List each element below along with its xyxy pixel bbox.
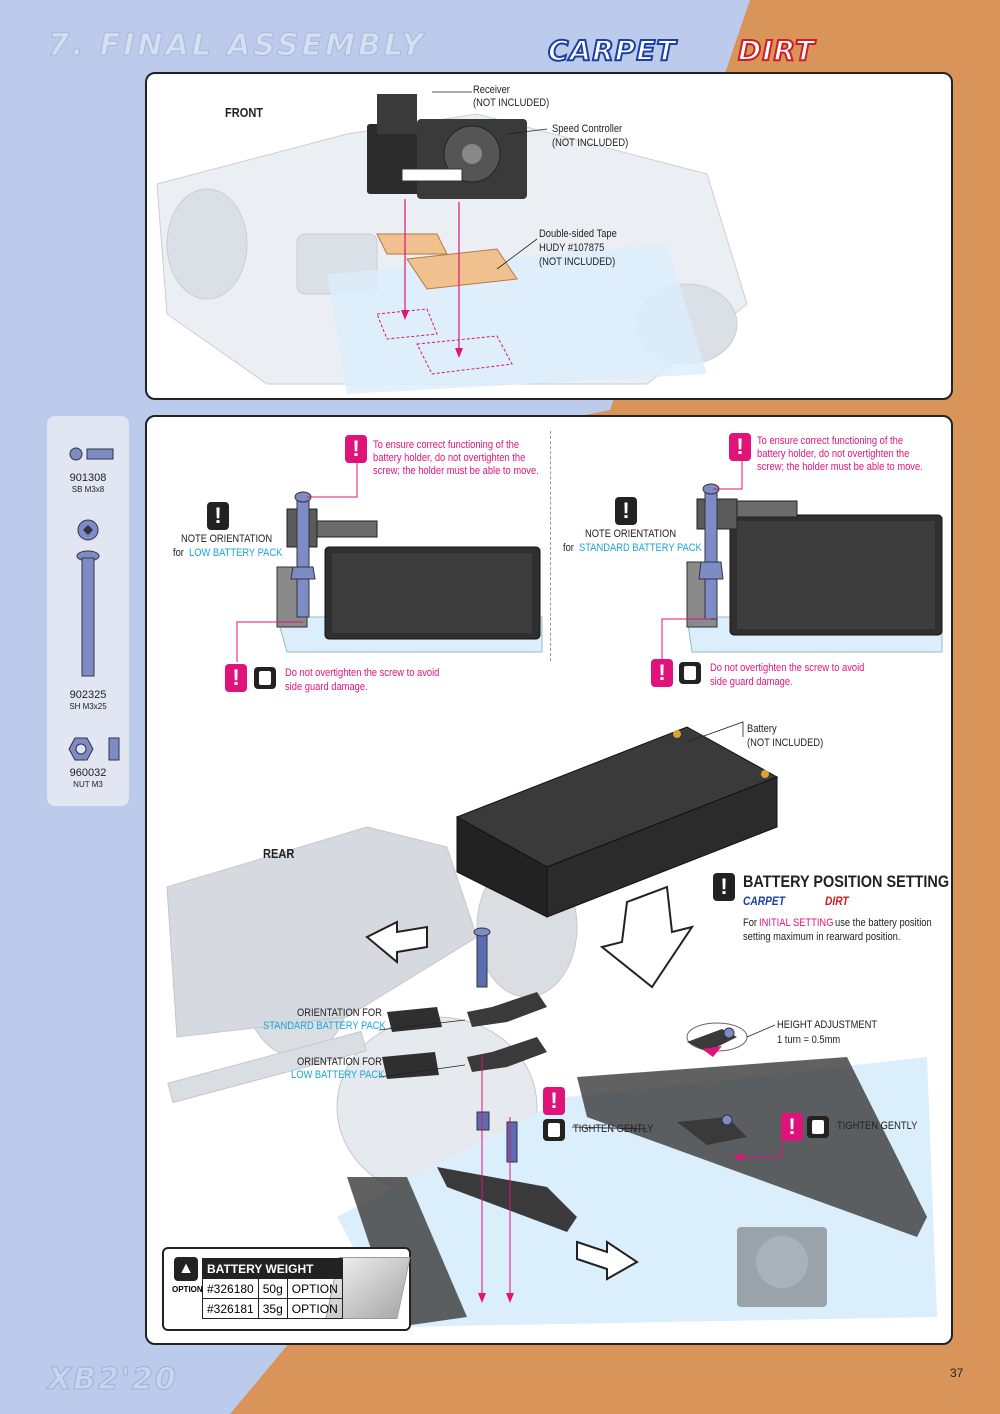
battery-weight-table: BATTERY WEIGHT #326180 50g OPTION #32618… [202,1258,343,1319]
detail-divider [550,431,551,661]
part-name: NUT M3 [73,780,103,789]
screwdriver-icon [543,1119,565,1141]
standard-pack-label: STANDARD BATTERY PACK [263,1020,386,1032]
screwdriver-icon [679,662,701,684]
part-902325-icon [76,519,100,677]
brand-carpet: CARPET [547,33,677,68]
right-warning-text: screw; the holder must be able to move. [757,461,923,473]
left-note-orientation: NOTE ORIENTATION [181,533,273,545]
height-adjustment-value: 1 turn = 0.5mm [777,1034,841,1046]
note-icon: ! [615,497,637,525]
part-number: 902325 [69,689,107,701]
right-caution-text: side guard damage. [710,676,793,688]
part-number: 901308 [69,472,107,484]
esc-label: Speed Controller [552,123,623,135]
tighten-gently-label: TIGHTEN GENTLY [573,1123,654,1135]
page-title: 7. FINAL ASSEMBLY [48,28,426,64]
esc-mounting-diagram [156,91,748,394]
height-adjustment-label: HEIGHT ADJUSTMENT [777,1019,878,1031]
bps-dirt: DIRT [825,894,849,908]
speed-controller-icon [401,119,527,199]
tape-label: Double-sided Tape [539,228,617,240]
tape-small [376,233,448,255]
bottom-panel: ! To ensure correct functioning of the b… [145,415,953,1345]
table-row: #326180 50g OPTION [202,1278,343,1299]
part-name: SH M3x25 [69,702,107,711]
bps-carpet: CARPET [743,894,785,908]
orient-for-low: ORIENTATION FOR [297,1056,382,1068]
right-caution-text: Do not overtighten the screw to avoid [710,662,865,674]
right-note-orientation: NOTE ORIENTATION [585,528,677,540]
right-warning-text: To ensure correct functioning of the [757,435,904,447]
left-note-pack: LOW BATTERY PACK [189,547,283,559]
battery-icon [455,726,779,918]
tape-note: (NOT INCLUDED) [539,256,616,268]
warning-icon: ! [729,433,751,461]
left-note-for: for [173,547,184,559]
screwdriver-icon [807,1116,829,1138]
caution-icon: ! [225,664,247,692]
right-warning-text: battery holder, do not overtighten the [757,448,910,460]
left-warning-text: battery holder, do not overtighten the [373,452,526,464]
right-note-pack: STANDARD BATTERY PACK [579,542,702,554]
right-note-for: for [563,542,574,554]
bps-for: For [743,917,758,929]
front-label: FRONT [225,105,264,120]
part-number: 960032 [69,767,107,779]
bps-text: setting maximum in rearward position. [743,931,901,943]
table-header: BATTERY WEIGHT [202,1258,343,1279]
left-arrow-icon [365,920,428,965]
esc-note: (NOT INCLUDED) [552,137,629,149]
model-logo: XB2'20 [48,1362,178,1398]
tape-part: HUDY #107875 [539,242,605,254]
battery-label: Battery [747,723,777,735]
bps-title: BATTERY POSITION SETTING [743,872,950,891]
tighten-gently-label: TIGHTEN GENTLY [837,1120,918,1132]
option-label: OPTION [172,1285,203,1294]
part-960032-icon [68,737,120,761]
part-901308-icon [69,447,114,461]
orient-for-standard: ORIENTATION FOR [297,1007,382,1019]
rear-label: REAR [263,846,295,861]
left-caution-text: Do not overtighten the screw to avoid [285,667,440,679]
warning-icon: ! [781,1113,803,1141]
low-pack-label: LOW BATTERY PACK [291,1069,385,1081]
top-panel: FRONT Receiver (NOT INCLUDED) Speed Cont… [145,72,953,400]
thumbs-up-icon: ▲ [174,1257,198,1281]
part-name: SB M3x8 [71,485,105,494]
warning-icon: ! [345,435,367,463]
down-arrow-icon [599,885,695,989]
table-row: #326181 35g OPTION [202,1298,343,1319]
tape-large [406,248,518,290]
bps-text: use the battery position [835,917,932,929]
receiver-label: Receiver [473,84,510,96]
parts-sidebar: 901308 SB M3x8 902325 SH M3x25 960032 NU… [47,416,129,806]
left-warning-text: To ensure correct functioning of the [373,439,520,451]
caution-icon: ! [651,659,673,687]
right-arrow-icon [576,1240,639,1281]
bps-icon: ! [713,873,735,901]
bps-initial: INITIAL SETTING [759,917,834,929]
page-number: 37 [950,1366,964,1380]
screwdriver-icon [254,667,276,689]
battery-note: (NOT INCLUDED) [747,737,824,749]
note-icon: ! [207,502,229,530]
left-caution-text: side guard damage. [285,681,368,693]
left-warning-text: screw; the holder must be able to move. [373,465,539,477]
receiver-note: (NOT INCLUDED) [473,97,550,109]
warning-icon: ! [543,1087,565,1115]
brand-dirt: DIRT [737,33,816,68]
